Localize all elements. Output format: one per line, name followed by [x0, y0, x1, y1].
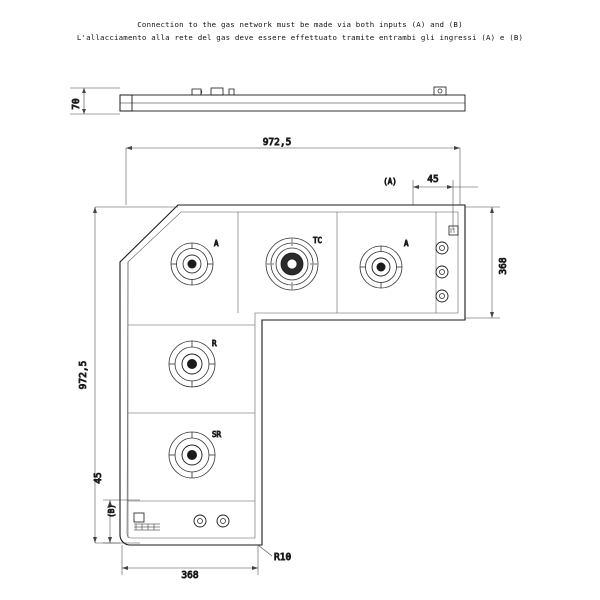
dim-left-height: 972,5: [78, 361, 89, 390]
dimension-lines: [93, 146, 500, 575]
dim-inlet-a-offset: 45: [427, 174, 438, 185]
dim-right-depth: 368: [498, 257, 509, 274]
burner-label-right-top: A: [404, 239, 409, 248]
burner-lower: [168, 431, 216, 479]
profile-view: [70, 86, 466, 115]
burner-label-center-top: TC: [313, 236, 322, 245]
gas-inlet-a-group: [435, 225, 459, 303]
control-knobs: [133, 512, 230, 531]
label-corner-radius: R10: [274, 552, 291, 563]
hob-partitions: [127, 212, 437, 538]
dim-top-width: 972,5: [263, 137, 292, 148]
burner-diagonal: [170, 242, 214, 286]
dim-profile-height: 70: [71, 98, 82, 110]
burner-label-diagonal: A: [214, 239, 219, 248]
note-italian: L'allacciamento alla rete del gas deve e…: [76, 33, 524, 42]
burner-label-middle: R: [212, 339, 217, 348]
dim-bottom-width: 368: [181, 570, 198, 581]
burner-right-top: [359, 245, 403, 289]
label-inlet-a: (A): [383, 177, 397, 186]
burner-middle: [168, 340, 216, 388]
burner-label-lower: SR: [212, 430, 222, 439]
note-english: Connection to the gas network must be ma…: [137, 20, 463, 29]
dim-inlet-b-offset: 45: [93, 472, 104, 483]
burner-center-top: [265, 237, 319, 291]
label-inlet-b: (B): [107, 504, 116, 518]
